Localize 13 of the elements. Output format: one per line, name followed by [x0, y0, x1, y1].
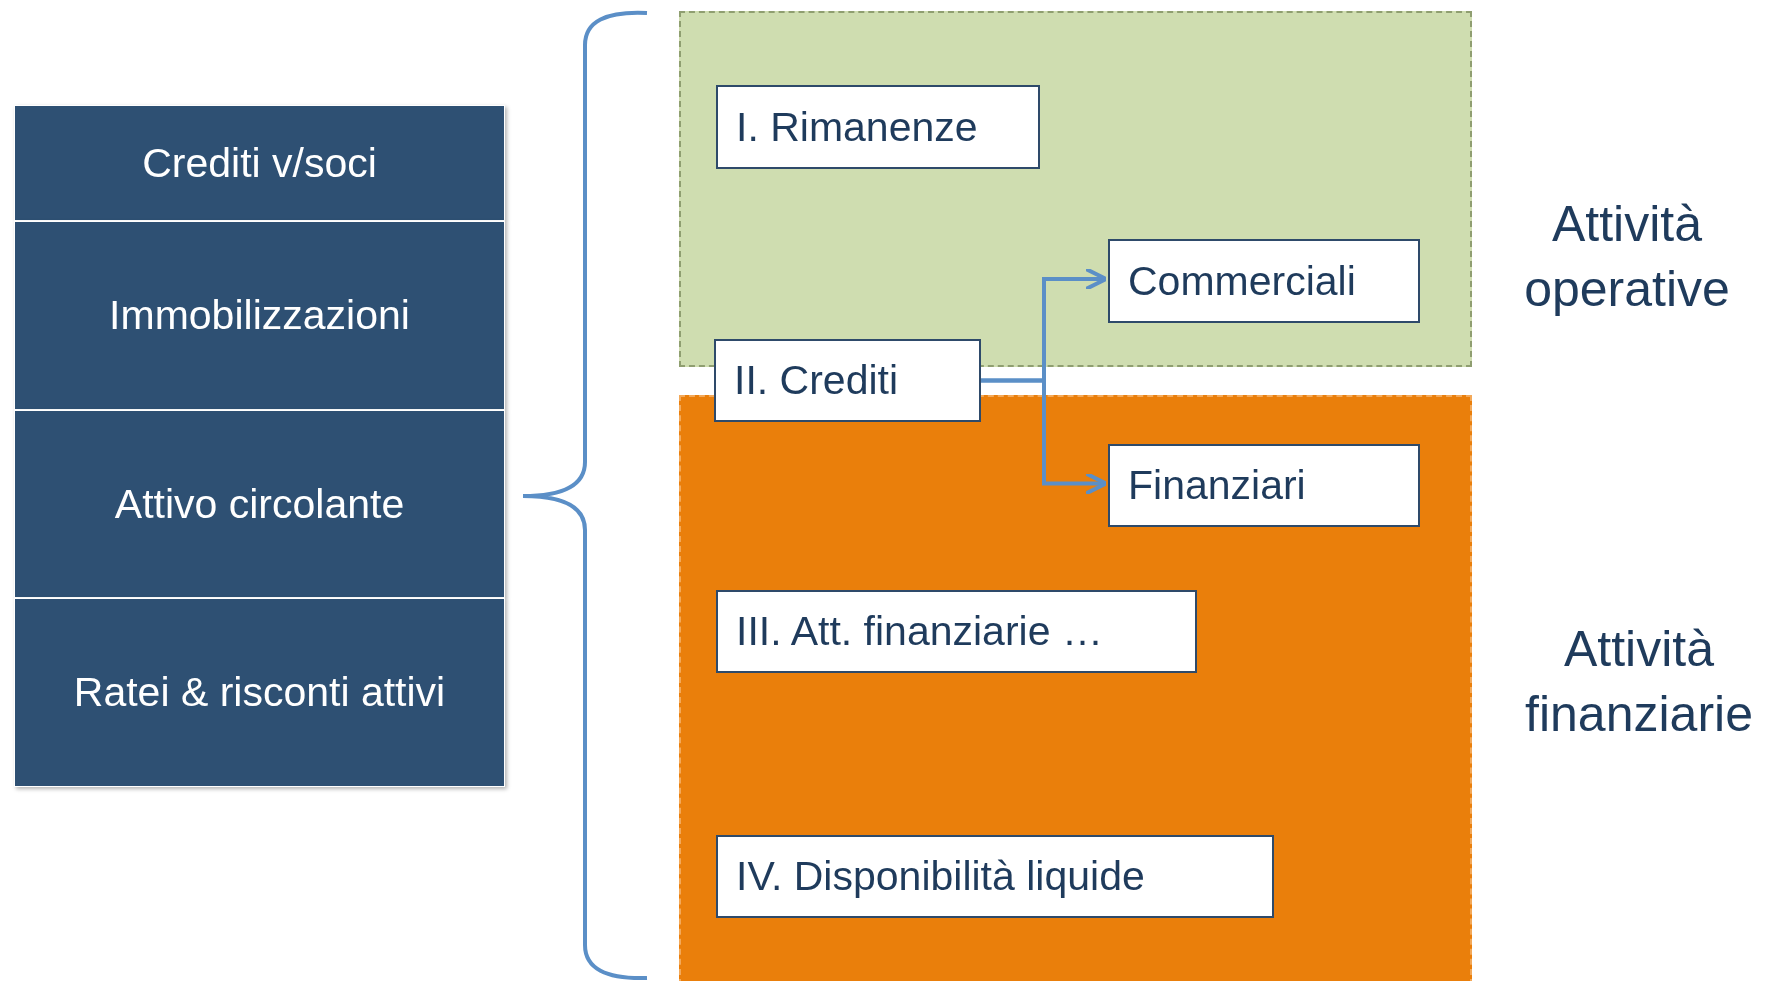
item-box: I. Rimanenze	[716, 85, 1040, 169]
region-heading: Attività operative	[1523, 195, 1731, 319]
item-box: II. Crediti	[714, 339, 981, 422]
arrow	[981, 378, 1108, 496]
balance-sheet-row: Attivo circolante	[14, 410, 505, 598]
item-box: III. Att. finanziarie …	[716, 590, 1197, 673]
balance-sheet-row: Crediti v/soci	[14, 105, 505, 221]
balance-sheet-row: Ratei & risconti attivi	[14, 598, 505, 787]
item-box: Finanziari	[1108, 444, 1420, 527]
item-box: IV. Disponibilità liquide	[716, 835, 1274, 918]
region-heading: Attività finanziarie	[1524, 620, 1754, 744]
balance-sheet-row: Immobilizzazioni	[14, 221, 505, 410]
item-box: Commerciali	[1108, 239, 1420, 323]
